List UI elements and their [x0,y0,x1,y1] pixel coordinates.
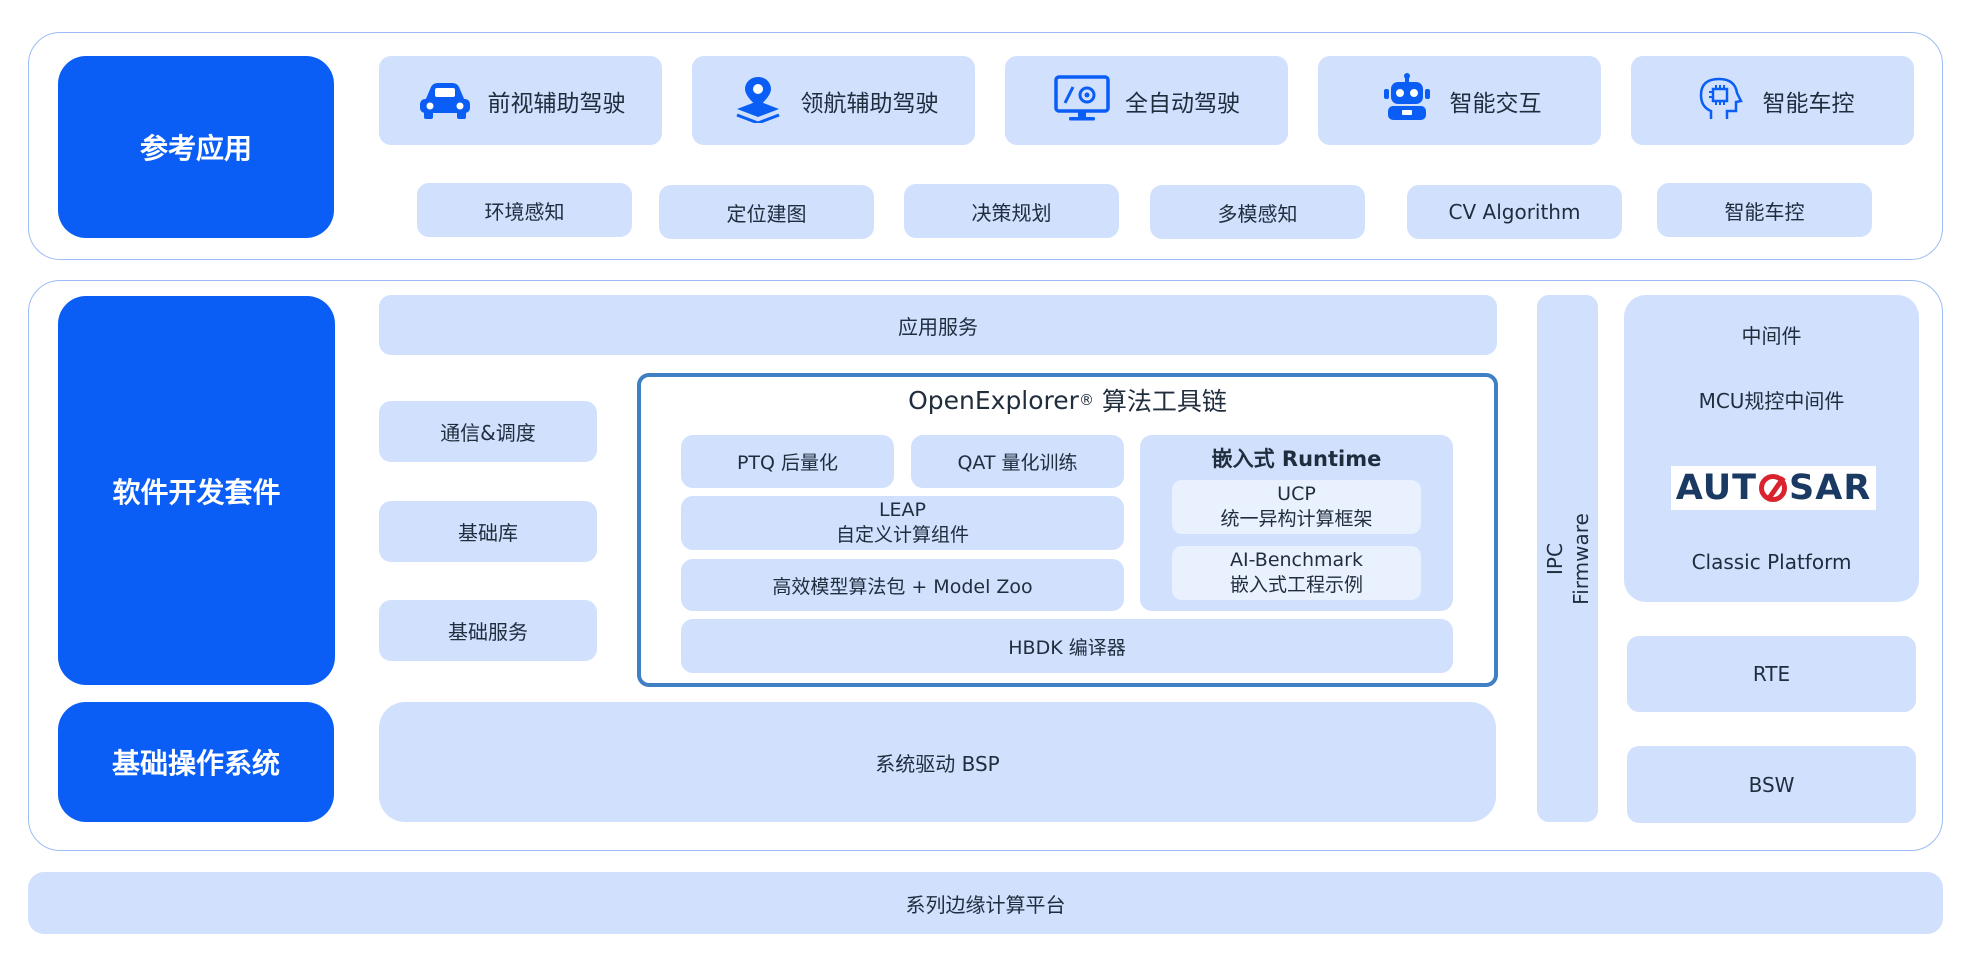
app-card-front-view-adas: 前视辅助驾驶 [379,56,662,145]
app-service-bar: 应用服务 [379,295,1497,355]
ipc-label: IPC [1542,542,1567,575]
ai-benchmark-subtitle: 嵌入式工程示例 [1229,574,1363,596]
leap-subtitle: 自定义计算组件 [835,524,969,546]
base-library-box: 基础库 [379,501,597,562]
classic-platform-label: Classic Platform [1691,550,1852,574]
car-icon [416,73,474,129]
bsw-box: BSW [1627,746,1916,823]
toolchain-title: OpenExplorer® 算法工具链 [637,382,1498,418]
sub-item-localization-mapping: 定位建图 [659,185,874,239]
robot-icon [1378,72,1436,129]
runtime-title: 嵌入式 Runtime [1211,447,1382,471]
app-card-smart-vehicle-control: 智能车控 [1631,56,1914,145]
mcu-middleware-label: MCU规控中间件 [1698,388,1845,413]
ipc-firmware-label: IPC Firmware [1542,513,1594,605]
qat-box: QAT 量化训练 [911,435,1124,488]
sub-item-cv-algorithm: CV Algorithm [1407,185,1622,239]
rte-box: RTE [1627,636,1916,712]
autosar-logo: AUT SAR [1671,466,1876,510]
bsp-box: 系统驱动 BSP [379,702,1496,822]
base-os-label: 基础操作系统 [58,702,334,822]
leap-title: LEAP [878,499,927,521]
autosar-logo-right: SAR [1789,468,1872,508]
ipc-firmware-bar: IPC Firmware [1537,295,1598,822]
toolchain-title-suffix: 算法工具链 [1093,387,1227,416]
leap-box: LEAP 自定义计算组件 [681,496,1124,550]
firmware-label: Firmware [1568,512,1593,605]
sub-item-decision-planning: 决策规划 [904,184,1119,238]
ucp-box: UCP 统一异构计算框架 [1172,480,1421,534]
sub-item-multimodal-perception: 多模感知 [1150,185,1365,239]
ucp-title: UCP [1277,483,1316,505]
ai-benchmark-box: AI-Benchmark 嵌入式工程示例 [1172,546,1421,600]
model-zoo-box: 高效模型算法包 + Model Zoo [681,559,1124,611]
hbdk-compiler-box: HBDK 编译器 [681,619,1453,673]
app-card-label: 智能交互 [1449,90,1542,117]
map-pin-icon [729,73,787,129]
ptq-box: PTQ 后量化 [681,435,894,488]
sub-item-environment-perception: 环境感知 [417,183,632,237]
comm-scheduling-box: 通信&调度 [379,401,597,462]
app-card-label: 智能车控 [1762,90,1855,117]
app-card-label: 全自动驾驶 [1125,90,1240,117]
ucp-subtitle: 统一异构计算框架 [1220,508,1373,530]
app-card-label: 领航辅助驾驶 [800,90,939,117]
sub-item-smart-vehicle-control: 智能车控 [1657,183,1872,237]
toolchain-title-brand: OpenExplorer [908,385,1079,415]
brain-chip-icon [1691,73,1749,129]
sdk-label: 软件开发套件 [58,296,335,685]
app-card-full-autonomous: 全自动驾驶 [1005,56,1288,145]
reference-apps-label: 参考应用 [58,56,334,238]
app-card-smart-interaction: 智能交互 [1318,56,1601,145]
autosar-logo-left: AUT [1675,468,1758,508]
ai-benchmark-title: AI-Benchmark [1230,549,1363,571]
app-card-label: 前视辅助驾驶 [487,90,626,117]
middleware-title: 中间件 [1741,323,1802,348]
middleware-box [1624,295,1919,602]
autosar-logo-o [1759,474,1788,502]
base-service-box: 基础服务 [379,600,597,661]
registered-mark: ® [1078,391,1094,409]
monitor-icon [1053,73,1111,129]
edge-computing-platform-bar: 系列边缘计算平台 [28,872,1943,934]
autosar-logo-slash [1765,476,1786,502]
app-card-navigation-adas: 领航辅助驾驶 [692,56,975,145]
